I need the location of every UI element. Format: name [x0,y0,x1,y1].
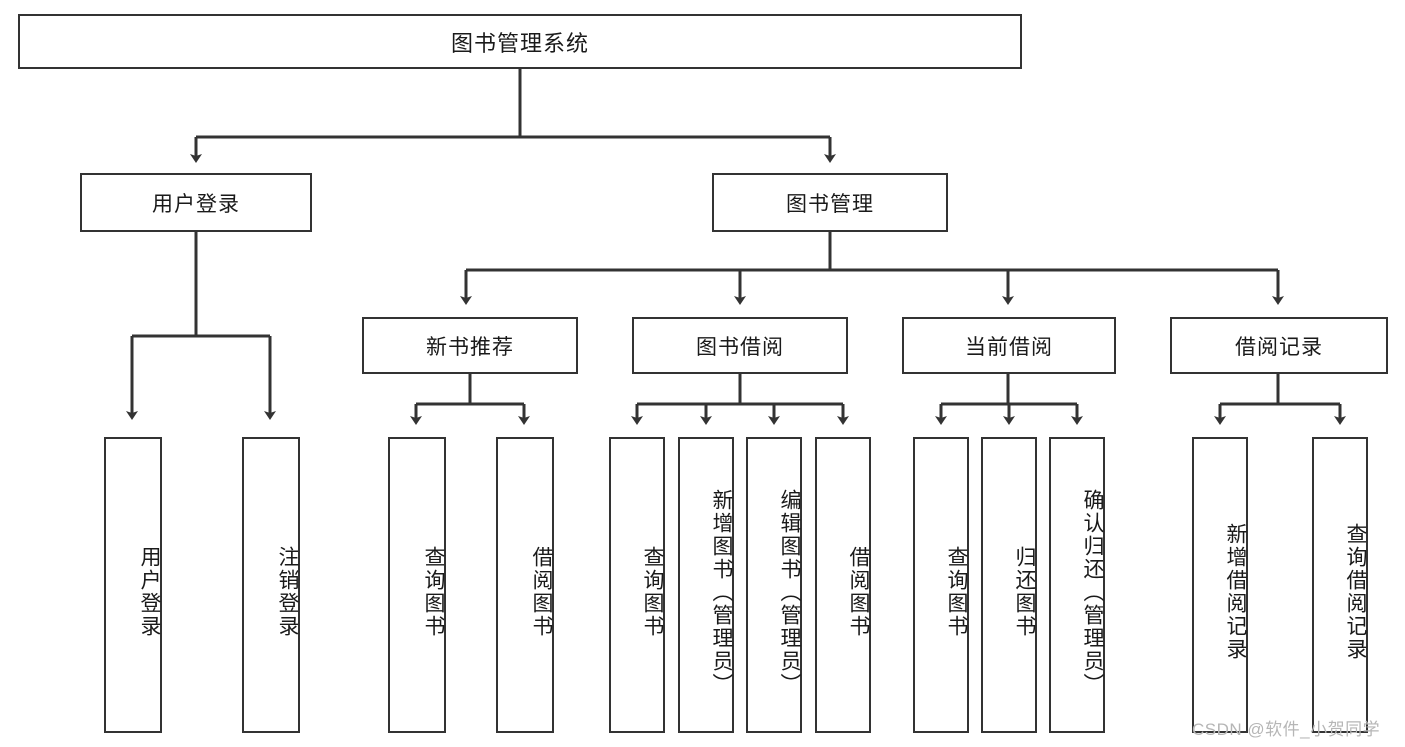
node-leaf-return-book-label: 归还图书 [1013,546,1036,638]
node-user-login[interactable]: 用户登录 [80,173,312,232]
node-leaf-query-book-2[interactable]: 查询图书 [609,437,665,733]
node-leaf-query-book-3[interactable]: 查询图书 [913,437,969,733]
node-leaf-query-book-3-label: 查询图书 [945,546,968,638]
node-leaf-query-book-2-label: 查询图书 [641,546,664,638]
node-root-system[interactable]: 图书管理系统 [18,14,1022,69]
node-leaf-borrow-book-1-label: 借阅图书 [530,546,553,638]
node-leaf-logout-login[interactable]: 注销登录 [242,437,300,733]
node-book-borrow-label: 图书借阅 [696,335,784,359]
node-leaf-add-record-label: 新增借阅记录 [1224,523,1247,661]
node-leaf-return-book[interactable]: 归还图书 [981,437,1037,733]
node-leaf-borrow-book-1[interactable]: 借阅图书 [496,437,554,733]
node-leaf-edit-book[interactable]: 编辑图书（管理员） [746,437,802,733]
node-current-borrow[interactable]: 当前借阅 [902,317,1116,374]
node-book-management-label: 图书管理 [786,192,874,216]
node-borrow-record-label: 借阅记录 [1235,335,1323,359]
node-book-borrow[interactable]: 图书借阅 [632,317,848,374]
node-current-borrow-label: 当前借阅 [965,335,1053,359]
node-book-management[interactable]: 图书管理 [712,173,948,232]
node-new-book-recommend[interactable]: 新书推荐 [362,317,578,374]
node-leaf-query-book-1[interactable]: 查询图书 [388,437,446,733]
node-leaf-confirm-return[interactable]: 确认归还（管理员） [1049,437,1105,733]
node-root-label: 图书管理系统 [450,30,589,56]
node-leaf-query-book-1-label: 查询图书 [422,546,445,638]
node-leaf-edit-book-label: 编辑图书（管理员） [778,488,801,696]
node-leaf-add-record[interactable]: 新增借阅记录 [1192,437,1248,733]
node-leaf-add-book-label: 新增图书（管理员） [710,488,733,696]
node-borrow-record[interactable]: 借阅记录 [1170,317,1388,374]
node-leaf-logout-login-label: 注销登录 [276,546,299,638]
node-leaf-borrow-book-2-label: 借阅图书 [847,546,870,638]
node-leaf-query-record[interactable]: 查询借阅记录 [1312,437,1368,733]
node-leaf-borrow-book-2[interactable]: 借阅图书 [815,437,871,733]
node-leaf-user-login[interactable]: 用户登录 [104,437,162,733]
watermark-text: CSDN @软件_小贺同学 [1192,720,1381,739]
node-leaf-add-book[interactable]: 新增图书（管理员） [678,437,734,733]
node-leaf-query-record-label: 查询借阅记录 [1344,523,1367,661]
node-leaf-confirm-return-label: 确认归还（管理员） [1081,488,1104,696]
node-user-login-label: 用户登录 [152,192,240,216]
node-leaf-user-login-label: 用户登录 [138,546,161,638]
node-new-book-recommend-label: 新书推荐 [426,335,514,359]
